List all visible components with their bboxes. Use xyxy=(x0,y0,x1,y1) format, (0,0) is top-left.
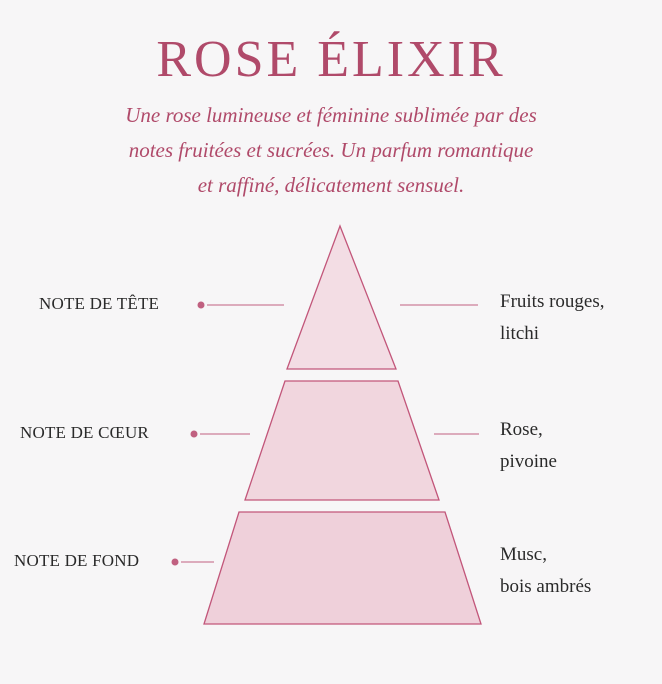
pyramid-tier-top xyxy=(286,224,397,370)
connector-dot-bottom xyxy=(171,558,179,566)
level-label-middle: NOTE DE CŒUR xyxy=(20,423,149,442)
notes-middle-line-2: pivoine xyxy=(500,451,557,472)
notes-bottom-line-1: Musc, xyxy=(500,544,547,565)
perfume-title: ROSE ÉLIXIR xyxy=(156,31,506,88)
notes-middle: Rose, pivoine xyxy=(500,414,557,478)
connector-dot-middle xyxy=(190,430,198,438)
notes-top: Fruits rouges, litchi xyxy=(500,286,605,350)
connector-dot-top xyxy=(197,301,205,309)
perfume-description: Une rose lumineuse et féminine sublimée … xyxy=(40,98,622,203)
level-label-top: NOTE DE TÊTE xyxy=(39,294,160,313)
level-label-bottom: NOTE DE FOND xyxy=(14,551,140,570)
description-line-1: Une rose lumineuse et féminine sublimée … xyxy=(125,103,537,127)
description-line-3: et raffiné, délicatement sensuel. xyxy=(197,173,465,197)
notes-middle-line-1: Rose, xyxy=(500,419,543,440)
notes-bottom: Musc, bois ambrés xyxy=(500,539,591,603)
description-line-2: notes fruitées et sucrées. Un parfum rom… xyxy=(128,138,534,162)
pyramid-tier-bottom xyxy=(203,511,482,625)
pyramid-tier-middle xyxy=(244,380,440,501)
notes-top-line-1: Fruits rouges, xyxy=(500,291,605,312)
notes-bottom-line-2: bois ambrés xyxy=(500,576,592,597)
notes-top-line-2: litchi xyxy=(500,323,540,344)
